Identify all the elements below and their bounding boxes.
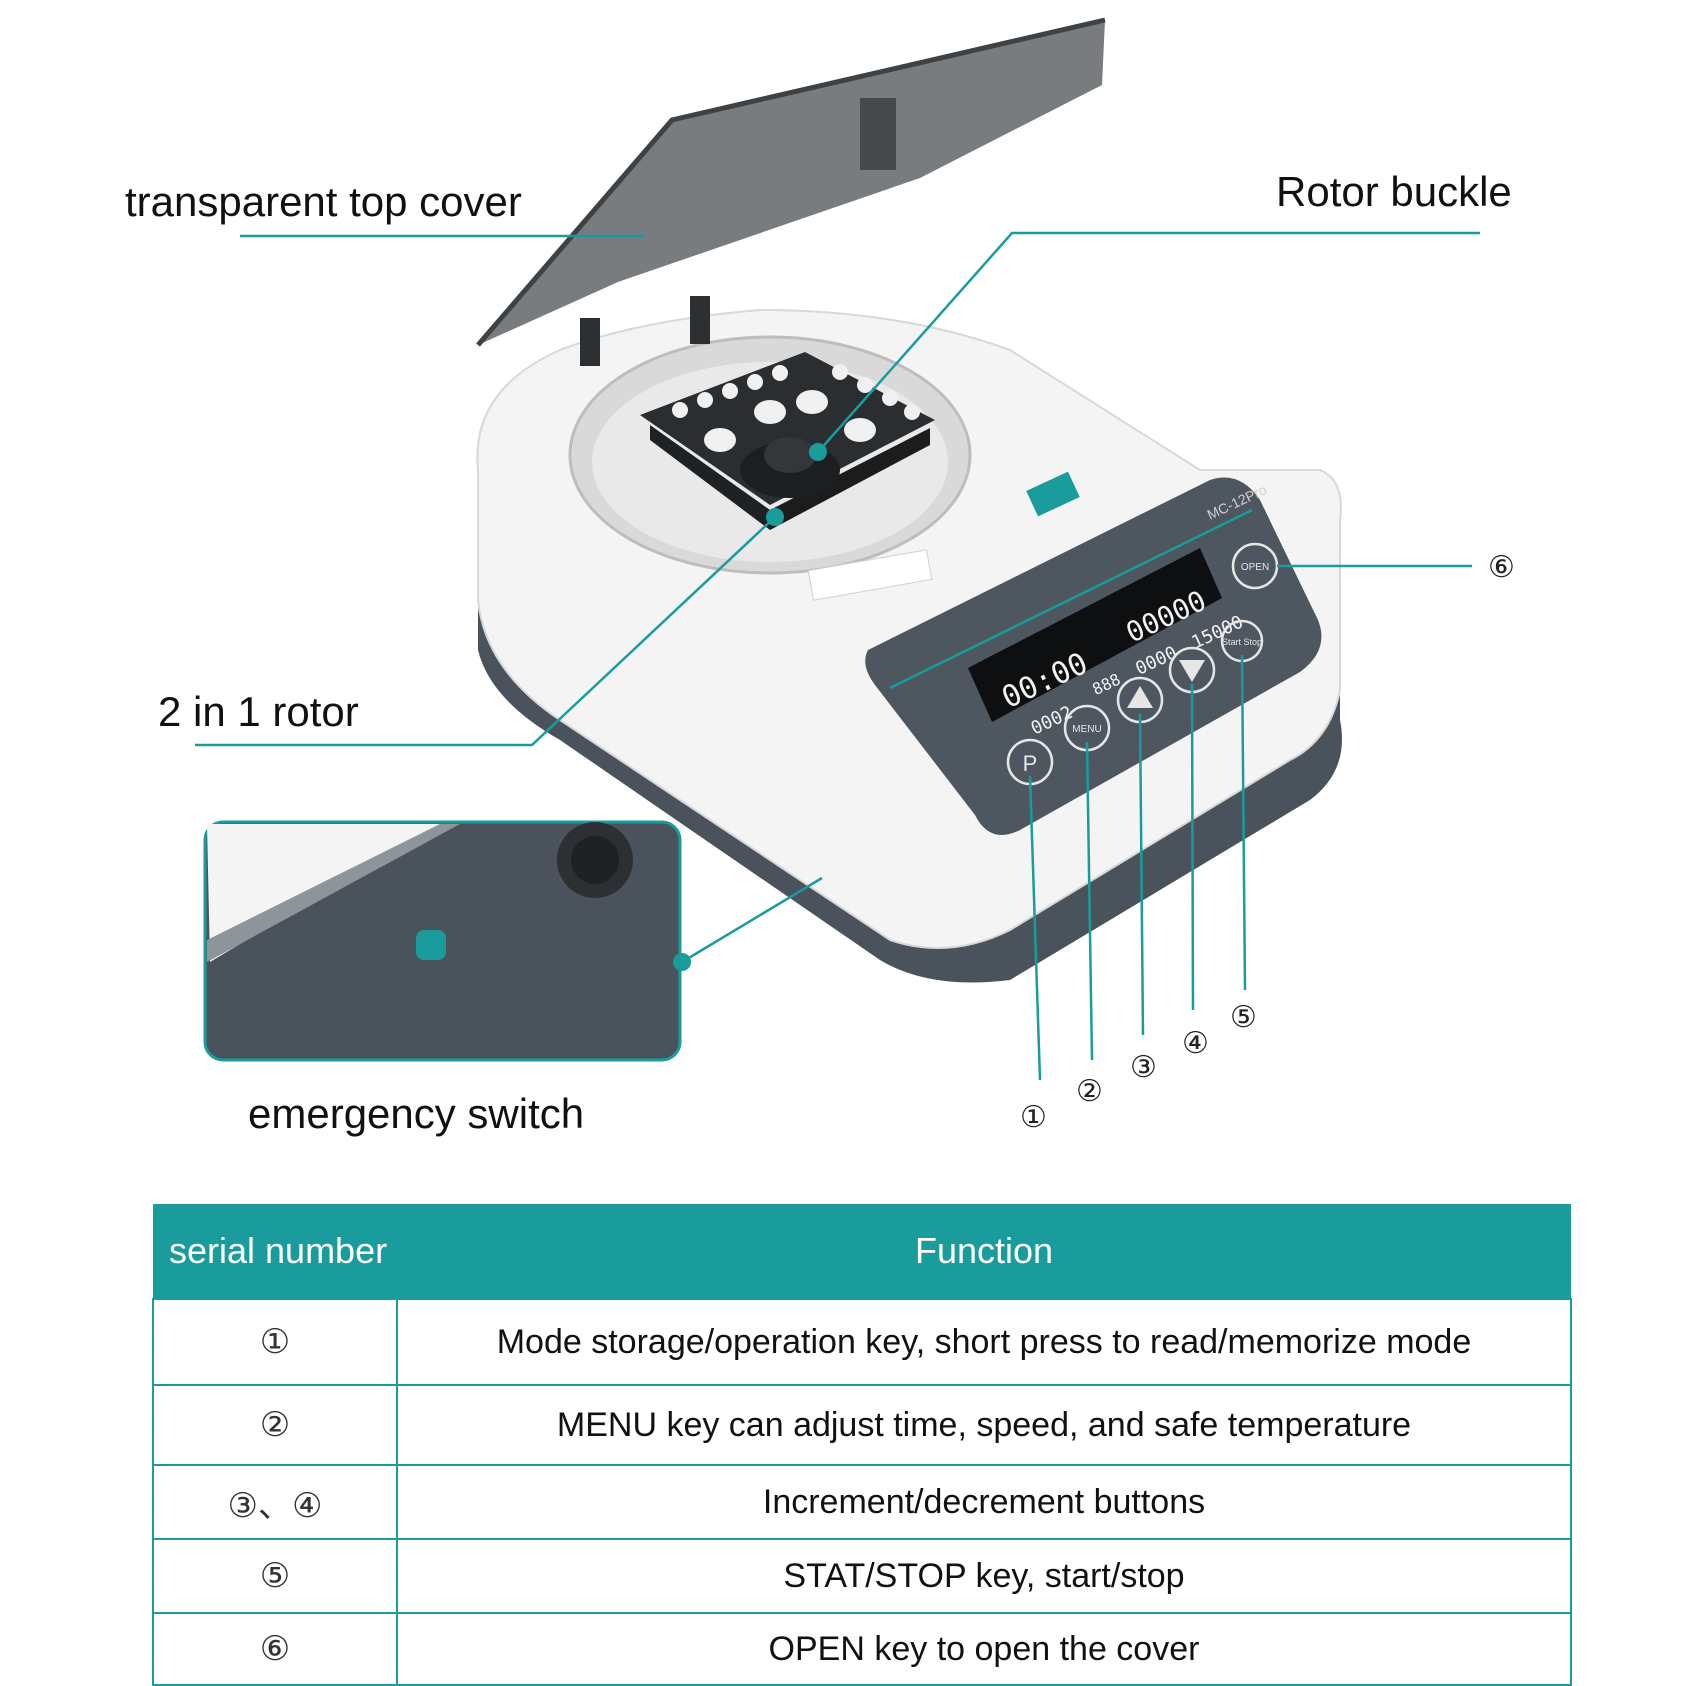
rotor [640, 352, 935, 530]
table-row: ⑥ OPEN key to open the cover [152, 1612, 1572, 1686]
marker-1: ① [1020, 1100, 1047, 1135]
leader-rotor-buckle [817, 231, 1480, 453]
header-serial-number: serial number [153, 1204, 397, 1299]
emergency-switch-inset [203, 820, 682, 1062]
table-row: ③、④ Increment/decrement buttons [152, 1464, 1572, 1540]
emergency-dot [673, 953, 691, 971]
centrifuge-diagram: 00:00 00000 0002 888 0000 15000 MC-12Pro… [195, 17, 1480, 1081]
row-serial: ② [152, 1384, 398, 1466]
row-function: Mode storage/operation key, short press … [396, 1298, 1572, 1386]
emergency-switch [416, 930, 446, 960]
label-emergency-switch: emergency switch [248, 1090, 585, 1137]
svg-text:P: P [1023, 751, 1038, 776]
leader-3 [1138, 713, 1145, 1036]
table-row: ⑤ STAT/STOP key, start/stop [152, 1538, 1572, 1614]
row-function: STAT/STOP key, start/stop [396, 1538, 1572, 1614]
row-serial: ③、④ [152, 1464, 398, 1540]
svg-text:MENU: MENU [1072, 724, 1101, 735]
header-function: Function [397, 1204, 1571, 1299]
label-transparent-top-cover: transparent top cover [125, 178, 522, 225]
table-header-row: serial number Function [153, 1204, 1571, 1299]
marker-3: ③ [1130, 1050, 1157, 1085]
marker-2: ② [1076, 1074, 1103, 1109]
function-table: serial number Function ① Mode storage/op… [152, 1204, 1572, 1686]
svg-text:OPEN: OPEN [1241, 562, 1269, 573]
svg-text:Start Stop: Start Stop [1222, 637, 1262, 647]
marker-5: ⑤ [1230, 1000, 1257, 1035]
row-serial: ⑥ [152, 1612, 398, 1686]
label-2-in-1-rotor: 2 in 1 rotor [158, 688, 359, 735]
marker-4: ④ [1182, 1026, 1209, 1061]
leader-rotor [195, 516, 776, 747]
row-serial: ① [152, 1298, 398, 1386]
row-function: OPEN key to open the cover [396, 1612, 1572, 1686]
row-serial: ⑤ [152, 1538, 398, 1614]
leader-emergency [681, 876, 823, 964]
table-row: ① Mode storage/operation key, short pres… [152, 1298, 1572, 1386]
row-function: MENU key can adjust time, speed, and saf… [396, 1384, 1572, 1466]
lcd-display [968, 548, 1222, 722]
leader-2 [1085, 741, 1094, 1061]
leader-display [889, 508, 1253, 690]
leader-lines [195, 231, 1480, 1081]
leader-4 [1190, 683, 1195, 1011]
label-rotor-buckle: Rotor buckle [1276, 168, 1512, 215]
up-arrow-icon [1127, 686, 1153, 708]
rotor-buckle-dot [809, 443, 827, 461]
down-arrow-icon [1179, 660, 1205, 682]
rotor-dot [766, 508, 784, 526]
leader-1 [1028, 775, 1042, 1081]
table-row: ② MENU key can adjust time, speed, and s… [152, 1384, 1572, 1466]
row-function: Increment/decrement buttons [396, 1464, 1572, 1540]
leader-5 [1240, 654, 1247, 991]
marker-6: ⑥ [1488, 550, 1515, 585]
transparent-top-cover [476, 17, 1106, 366]
